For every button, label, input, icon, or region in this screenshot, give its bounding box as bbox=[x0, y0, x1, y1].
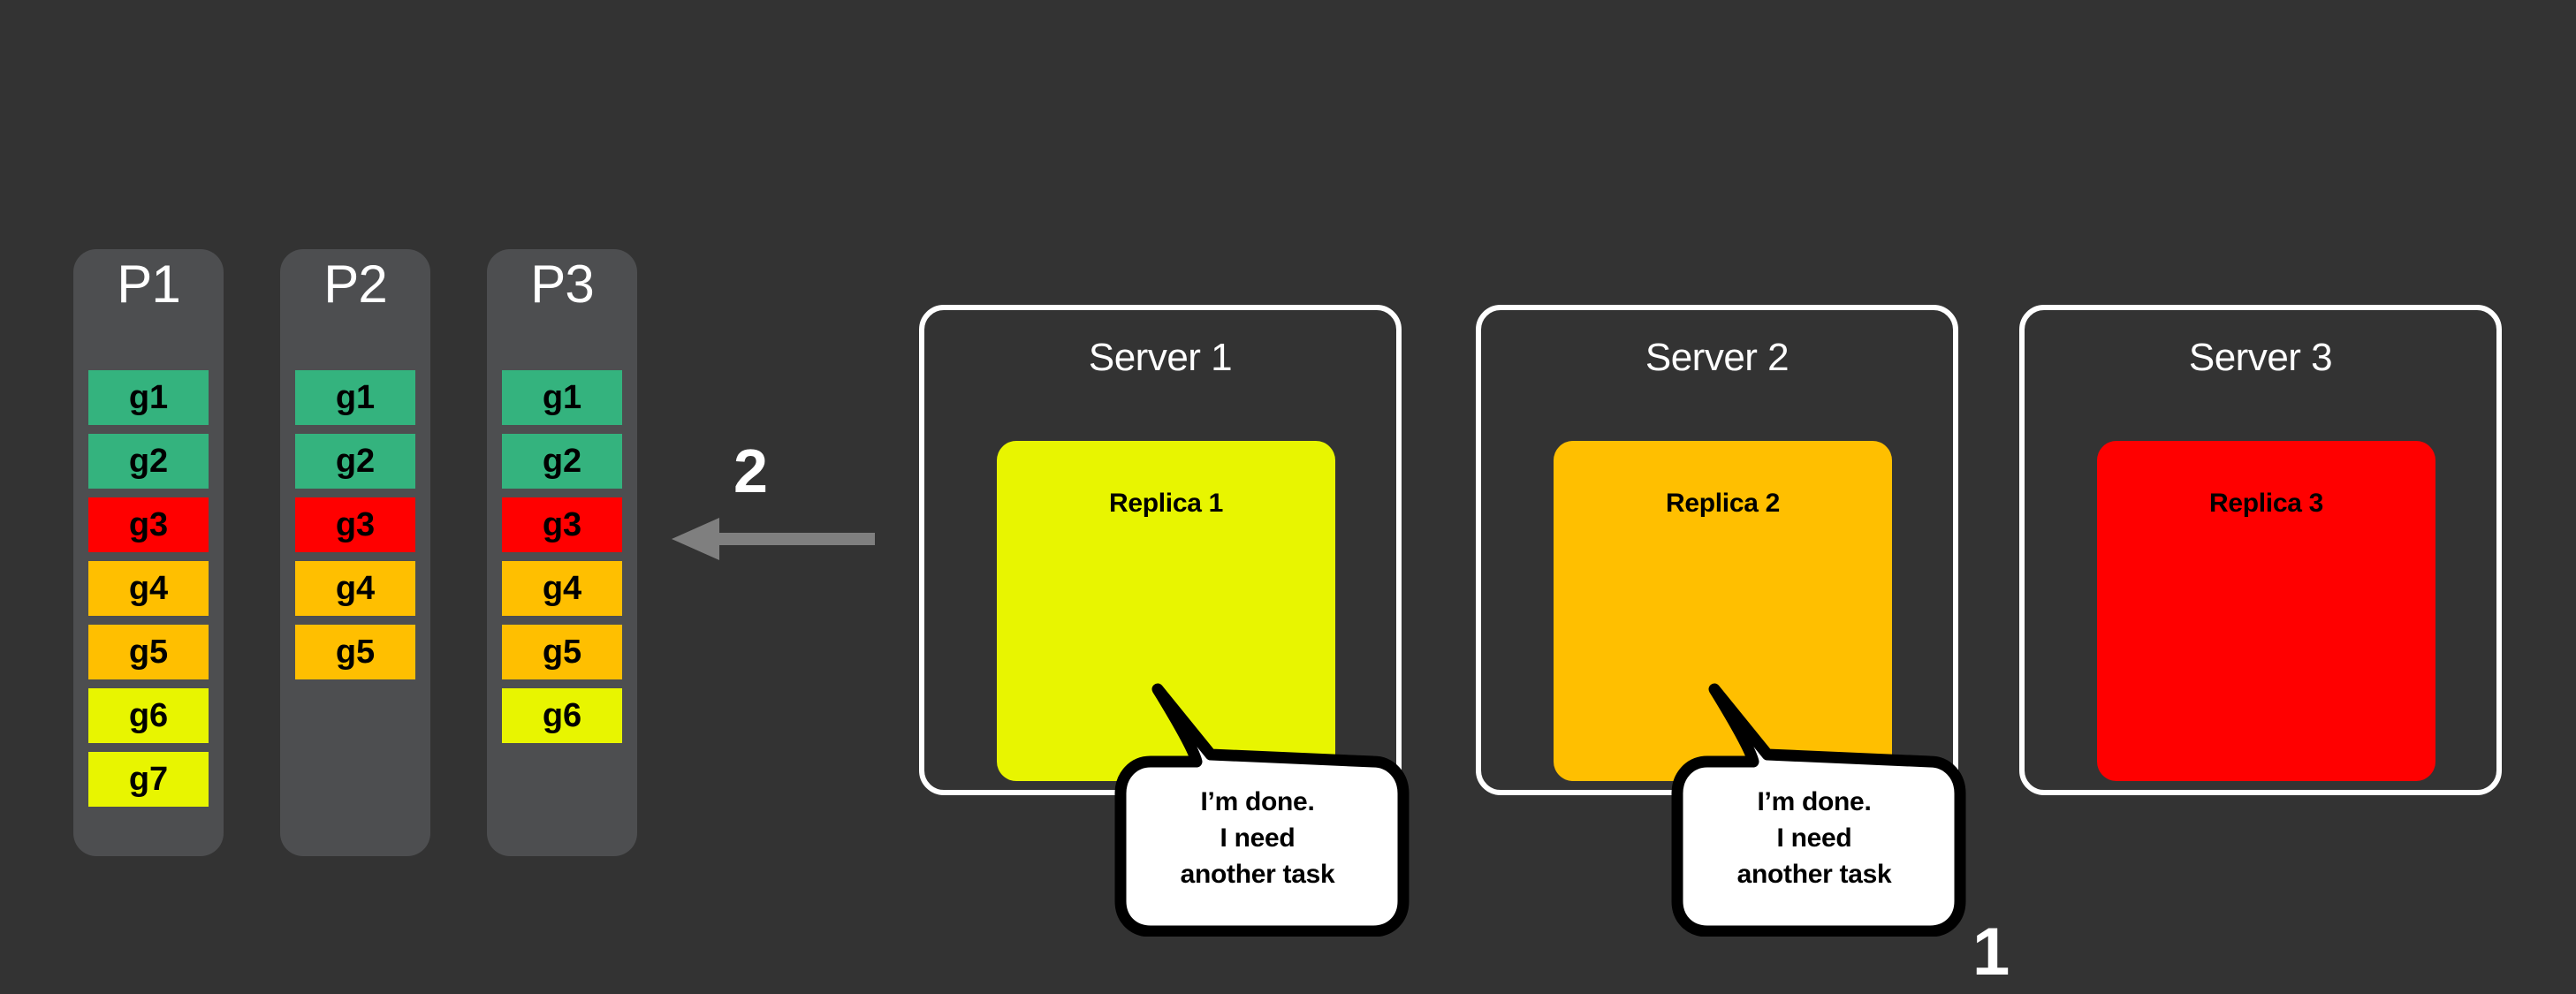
replica-label-3: Replica 3 bbox=[2208, 489, 2324, 518]
replica-block-3[interactable]: Replica 3 bbox=[2097, 441, 2435, 781]
partition-cell[interactable]: g6 bbox=[88, 688, 209, 743]
replica-block-2[interactable]: Replica 2 bbox=[1554, 441, 1892, 781]
replica-block-1[interactable]: Replica 1 bbox=[997, 441, 1335, 781]
step-number-1: 1 bbox=[1972, 914, 2010, 990]
speech-bubble-shape-icon bbox=[1112, 680, 1410, 937]
partition-title-p1: P1 bbox=[117, 254, 180, 314]
partition-title-p2: P2 bbox=[323, 254, 387, 314]
server-box-2[interactable]: Server 2 Replica 2 bbox=[1476, 305, 1958, 795]
partition-column-p1[interactable]: P1 g1 g2 g3 g4 g5 g6 g7 bbox=[73, 249, 224, 856]
step-number-2: 2 bbox=[733, 436, 768, 505]
partition-cell[interactable]: g3 bbox=[295, 497, 415, 552]
partition-cell[interactable]: g6 bbox=[502, 688, 622, 743]
partition-cell[interactable]: g7 bbox=[88, 752, 209, 807]
partition-cell-stack-p3: g1 g2 g3 g4 g5 g6 bbox=[502, 370, 622, 752]
partition-cell[interactable]: g4 bbox=[502, 561, 622, 616]
partition-title-p3: P3 bbox=[530, 254, 594, 314]
partition-cell-stack-p1: g1 g2 g3 g4 g5 g6 g7 bbox=[88, 370, 209, 816]
server-title-3: Server 3 bbox=[2188, 336, 2333, 379]
partition-cell[interactable]: g5 bbox=[502, 625, 622, 679]
replica-label-2: Replica 2 bbox=[1665, 489, 1781, 518]
server-box-3[interactable]: Server 3 Replica 3 bbox=[2019, 305, 2502, 795]
partition-cell[interactable]: g5 bbox=[88, 625, 209, 679]
partition-cell[interactable]: g3 bbox=[88, 497, 209, 552]
partition-cell[interactable]: g3 bbox=[502, 497, 622, 552]
speech-bubble-shape-icon bbox=[1671, 683, 1966, 937]
flow-arrow-left-icon bbox=[672, 518, 875, 560]
partition-cell[interactable]: g2 bbox=[502, 434, 622, 489]
partition-cell[interactable]: g5 bbox=[295, 625, 415, 679]
partition-column-p2[interactable]: P2 g1 g2 g3 g4 g5 bbox=[280, 249, 430, 856]
replica-label-1: Replica 1 bbox=[1108, 489, 1224, 518]
partition-cell[interactable]: g4 bbox=[88, 561, 209, 616]
partition-cell[interactable]: g2 bbox=[295, 434, 415, 489]
partition-cell[interactable]: g2 bbox=[88, 434, 209, 489]
partition-cell[interactable]: g1 bbox=[295, 370, 415, 425]
server-title-1: Server 1 bbox=[1088, 336, 1233, 379]
server-title-2: Server 2 bbox=[1645, 336, 1790, 379]
partition-cell[interactable]: g1 bbox=[502, 370, 622, 425]
speech-bubble-server-1[interactable]: I’m done. I need another task bbox=[1112, 680, 1412, 937]
partition-cell[interactable]: g1 bbox=[88, 370, 209, 425]
partition-column-p3[interactable]: P3 g1 g2 g3 g4 g5 g6 bbox=[487, 249, 637, 856]
speech-bubble-server-2[interactable]: I’m done. I need another task bbox=[1668, 680, 1969, 937]
partition-cell-stack-p2: g1 g2 g3 g4 g5 bbox=[295, 370, 415, 688]
partition-cell[interactable]: g4 bbox=[295, 561, 415, 616]
